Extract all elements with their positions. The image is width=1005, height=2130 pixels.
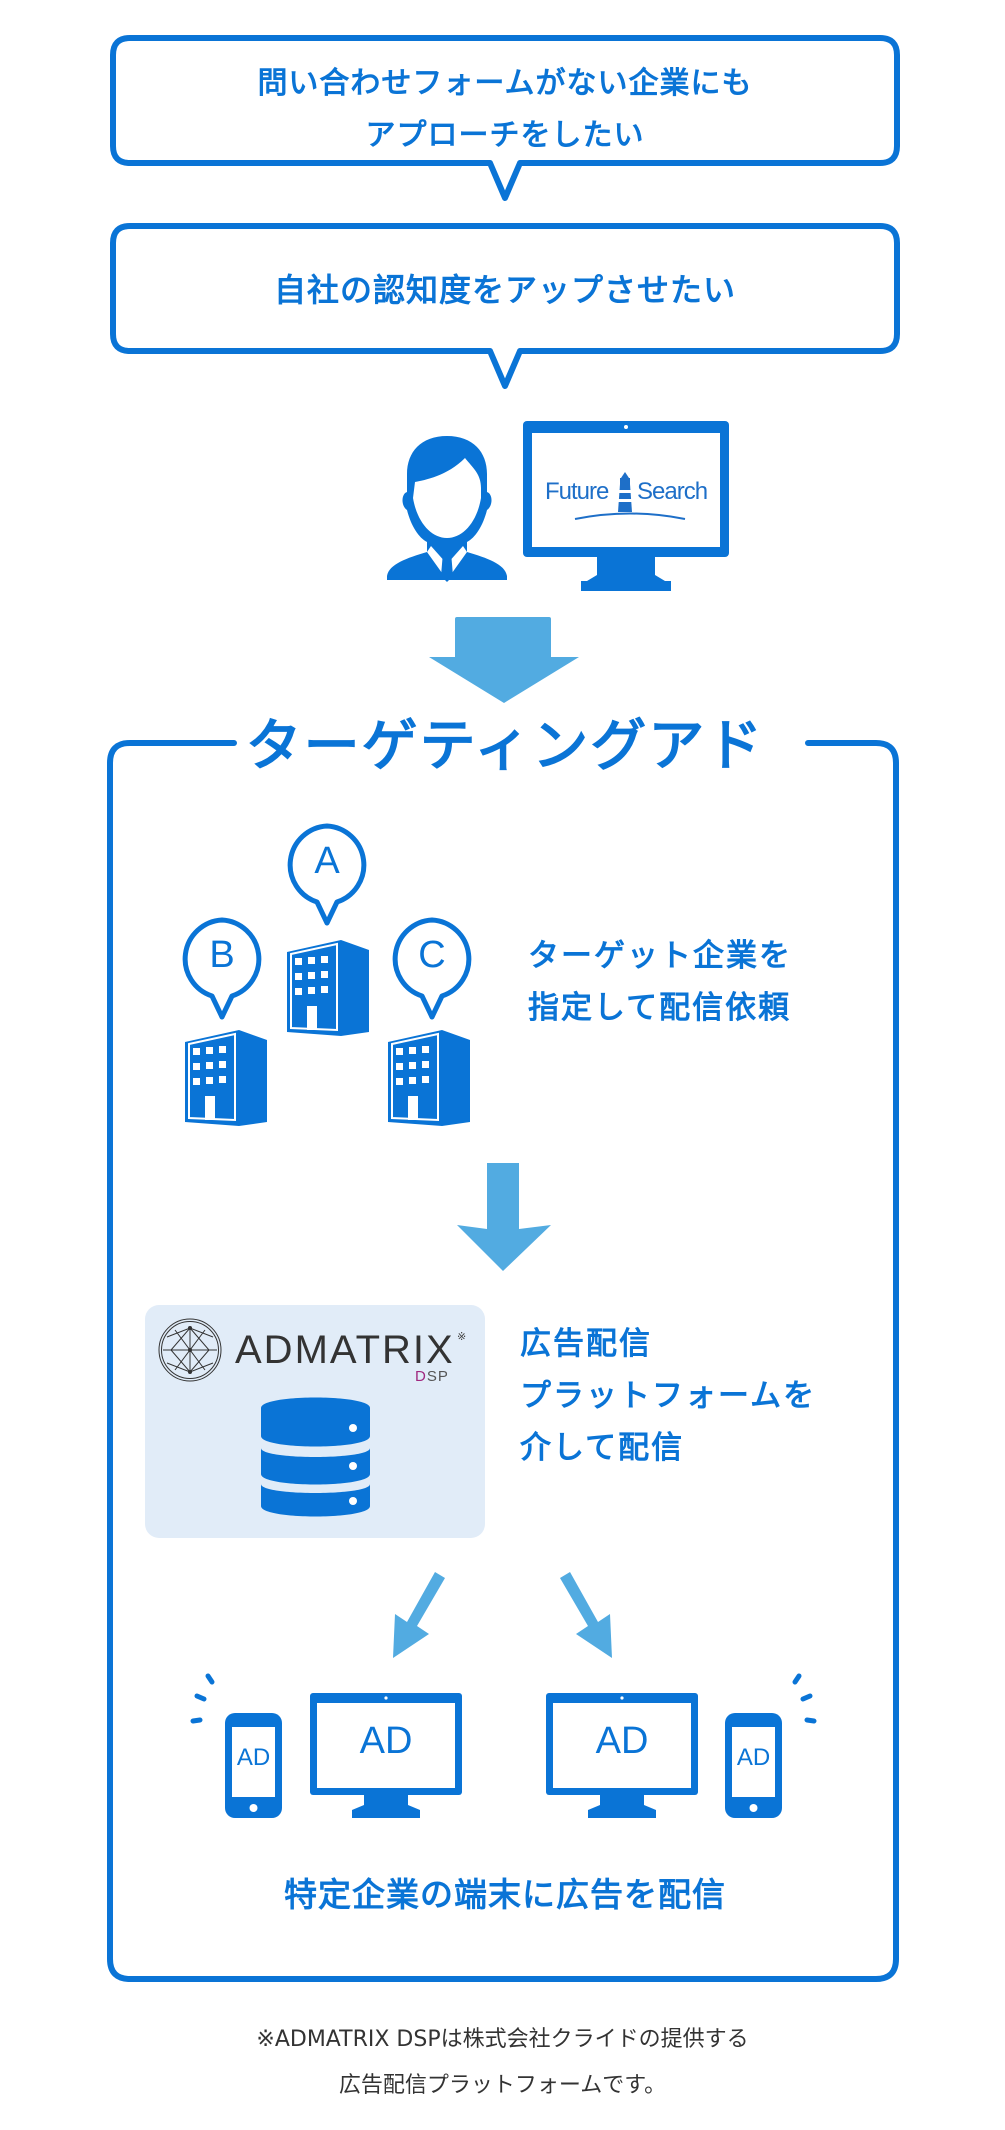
- businessman-icon: [387, 436, 507, 582]
- speech-bubble-1: [110, 35, 900, 201]
- step1-line-1: ターゲット企業を: [528, 938, 792, 974]
- step3-caption: 特定企業の端末に広告を配信: [284, 1875, 726, 1914]
- future-search-logo: Future Search: [545, 472, 710, 522]
- dsp-rest: SP: [426, 1368, 449, 1385]
- smartphone-right-icon: [725, 1713, 782, 1818]
- bubble-2-text: 自社の認知度をアップさせたい: [110, 268, 900, 312]
- step2-line-2: プラットフォームを: [520, 1378, 817, 1414]
- admatrix-emblem-icon: [158, 1318, 222, 1382]
- monitor-left-ad: AD: [359, 1720, 413, 1762]
- diagonal-arrow-left-icon: [393, 1572, 445, 1658]
- lighthouse-icon: [618, 472, 632, 512]
- down-arrow-icon: [429, 617, 579, 703]
- monitor-icon: [523, 421, 729, 591]
- signal-marks-right-icon: [792, 1673, 817, 1724]
- step2-line-1: 広告配信: [520, 1326, 652, 1362]
- pin-bubble-c-icon: [392, 917, 472, 1020]
- bubble-2-line-1: 自社の認知度をアップさせたい: [273, 271, 736, 309]
- footnote: ※ADMATRIX DSPは株式会社クライドの提供する 広告配信プラットフォーム…: [0, 2017, 1005, 2109]
- speech-bubble-2: [110, 223, 900, 389]
- step1-line-2: 指定して配信依頼: [528, 990, 792, 1026]
- smartphone-left-icon: [225, 1713, 282, 1818]
- signal-marks-left-icon: [190, 1673, 215, 1724]
- building-c-icon: [388, 1030, 470, 1126]
- diagonal-arrow-right-icon: [560, 1572, 612, 1658]
- monitor-left-icon: [310, 1693, 462, 1818]
- footnote-line-1: ※ADMATRIX DSPは株式会社クライドの提供する: [256, 2027, 749, 2052]
- bubble-1-line-1: 問い合わせフォームがない企業にも: [257, 66, 753, 101]
- database-icon: [261, 1397, 370, 1517]
- logo-word-future: Future: [545, 478, 609, 505]
- section-title: ターゲティングアド: [245, 714, 765, 779]
- smartphone-right-ad: AD: [736, 1744, 771, 1771]
- pin-bubble-b-icon: [182, 917, 262, 1020]
- logo-horizon: [574, 512, 686, 520]
- building-a-icon: [287, 940, 369, 1036]
- bubble-1-text: 問い合わせフォームがない企業にも アプローチをしたい: [110, 58, 900, 162]
- company-a-label: A: [314, 840, 340, 882]
- building-b-icon: [185, 1030, 267, 1126]
- admatrix-asterisk-mark: ※: [457, 1330, 467, 1343]
- company-c-label: C: [418, 934, 446, 976]
- monitor-right-icon: [546, 1693, 698, 1818]
- smartphone-left-ad: AD: [236, 1744, 271, 1771]
- dsp-d: D: [415, 1368, 427, 1385]
- bubble-1-line-2: アプローチをしたい: [365, 118, 645, 153]
- step1-text: ターゲット企業を 指定して配信依頼: [528, 930, 792, 1034]
- admatrix-dsp-label: DSP: [415, 1368, 449, 1385]
- footnote-line-2: 広告配信プラットフォームです。: [338, 2073, 667, 2098]
- monitor-right-ad: AD: [595, 1720, 649, 1762]
- down-arrow-2-icon: [457, 1163, 551, 1271]
- admatrix-wordmark: ADMATRIX: [235, 1328, 455, 1372]
- logo-word-search: Search: [637, 478, 708, 505]
- company-b-label: B: [209, 934, 235, 976]
- targeting-ad-frame: [107, 740, 899, 1982]
- step2-text: 広告配信 プラットフォームを 介して配信: [520, 1318, 816, 1474]
- pin-bubble-a-icon: [287, 823, 367, 926]
- step2-line-3: 介して配信: [520, 1430, 685, 1466]
